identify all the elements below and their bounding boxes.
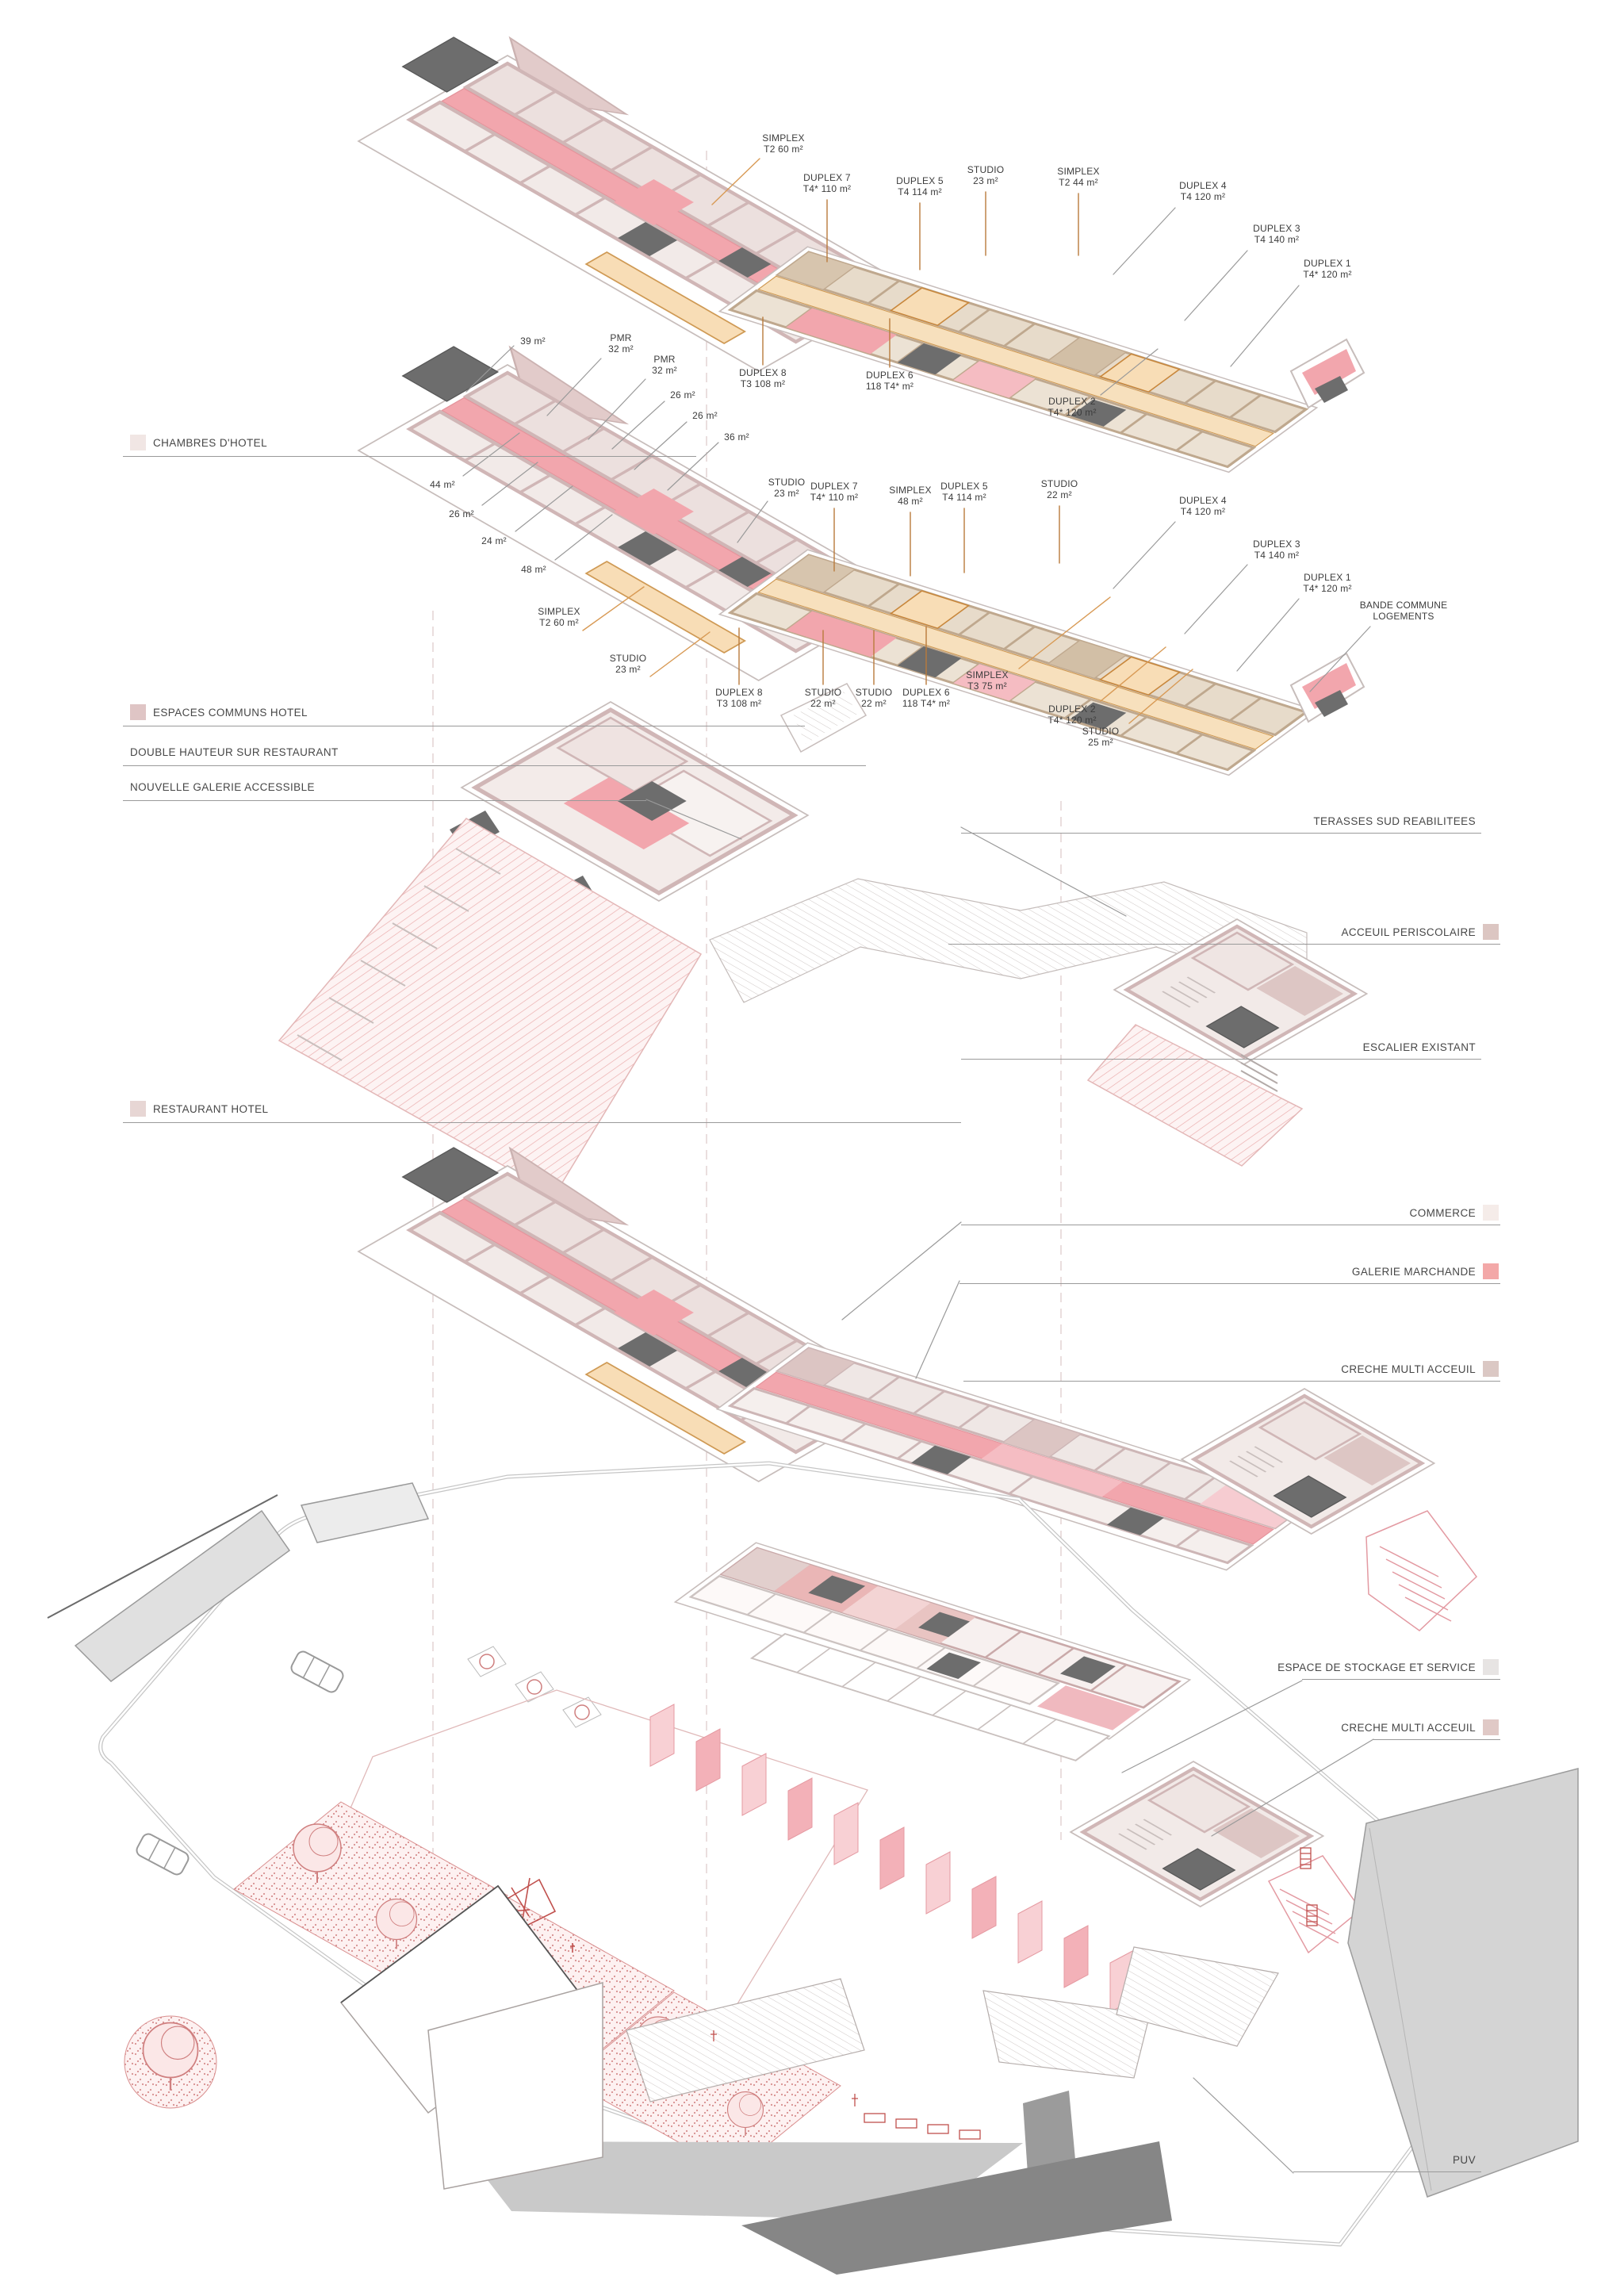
red-site-glyphs	[710, 1847, 1318, 2140]
legend-item-left: CHAMBRES D'HOTEL	[130, 435, 267, 450]
legend-item-left: NOUVELLE GALERIE ACCESSIBLE	[130, 781, 315, 793]
unit-area-label: 26 m²	[449, 508, 474, 519]
legend-underline	[961, 833, 1481, 834]
legend-swatch	[130, 1101, 146, 1117]
legend-swatch	[130, 435, 146, 450]
unit-area-label: 48 m²	[521, 564, 546, 575]
legend-item-right: ESPACE DE STOCKAGE ET SERVICE	[1277, 1659, 1499, 1675]
legend-underline	[959, 1283, 1500, 1284]
legend-label: TERASSES SUD REABILITEES	[1313, 815, 1476, 827]
legend-swatch	[1483, 924, 1499, 940]
legend-item-right: COMMERCE	[1409, 1205, 1499, 1221]
legend-underline	[948, 944, 1500, 945]
legend-swatch	[1483, 1719, 1499, 1735]
existing-stair-glyph	[1365, 1510, 1478, 1631]
legend-underline	[963, 1381, 1500, 1382]
legend-label: PUV	[1453, 2154, 1476, 2166]
legend-label: RESTAURANT HOTEL	[153, 1103, 269, 1115]
legend-swatch	[1483, 1205, 1499, 1221]
pink-stair	[1267, 1855, 1362, 1954]
legend-label: DOUBLE HAUTEUR SUR RESTAURANT	[130, 746, 339, 758]
leader-lines	[462, 158, 1374, 2174]
legend-underline	[961, 1059, 1481, 1060]
legend-item-right: ACCEUIL PERISCOLAIRE	[1341, 924, 1499, 940]
legend-label: CRECHE MULTI ACCEUIL	[1341, 1722, 1476, 1734]
legend-item-right: PUV	[1453, 2154, 1499, 2168]
legend-label: CHAMBRES D'HOTEL	[153, 437, 267, 449]
legend-underline	[1302, 1679, 1500, 1680]
unit-area-label: 39 m²	[520, 335, 546, 347]
legend-item-right: TERASSES SUD REABILITEES	[1313, 815, 1499, 829]
legend-swatch	[1483, 1659, 1499, 1675]
legend-item-right: CRECHE MULTI ACCEUIL	[1341, 1361, 1499, 1377]
level-5-site-plan	[47, 1461, 1579, 2275]
legend-underline	[123, 1122, 961, 1123]
legend-swatch	[130, 704, 146, 720]
legend-label: ESCALIER EXISTANT	[1362, 1041, 1476, 1053]
planters	[467, 1646, 602, 1728]
legend-underline	[1373, 1739, 1500, 1740]
legend-item-left: ESPACES COMMUNS HOTEL	[130, 704, 308, 720]
legend-label: ESPACE DE STOCKAGE ET SERVICE	[1277, 1662, 1476, 1673]
legend-underline	[1293, 2171, 1481, 2172]
level-3-plan	[278, 683, 1367, 1196]
legend-label: NOUVELLE GALERIE ACCESSIBLE	[130, 781, 315, 793]
legend-label: GALERIE MARCHANDE	[1351, 1266, 1476, 1278]
unit-area-label: 26 m²	[670, 389, 695, 401]
unit-area-label: 44 m²	[430, 479, 455, 490]
legend-item-left: DOUBLE HAUTEUR SUR RESTAURANT	[130, 746, 339, 758]
legend-swatch	[1483, 1263, 1499, 1279]
legend-label: ACCEUIL PERISCOLAIRE	[1341, 926, 1476, 938]
legend-underline	[123, 765, 866, 766]
legend-item-right: ESCALIER EXISTANT	[1363, 1041, 1499, 1055]
level-4-plan	[316, 1132, 1478, 1631]
legend-label: CRECHE MULTI ACCEUIL	[1341, 1363, 1476, 1375]
legend-underline	[123, 800, 646, 801]
legend-swatch	[1483, 1361, 1499, 1377]
legend-item-right: GALERIE MARCHANDE	[1351, 1263, 1499, 1279]
unit-area-label: 26 m²	[692, 410, 718, 421]
legend-item-left: RESTAURANT HOTEL	[130, 1101, 269, 1117]
unit-area-label: 36 m²	[724, 431, 749, 443]
legend-label: ESPACES COMMUNS HOTEL	[153, 707, 308, 719]
legend-underline	[123, 456, 696, 457]
legend-label: COMMERCE	[1409, 1207, 1476, 1219]
unit-area-label: 24 m²	[481, 535, 507, 546]
legend-item-right: CRECHE MULTI ACCEUIL	[1341, 1719, 1499, 1735]
